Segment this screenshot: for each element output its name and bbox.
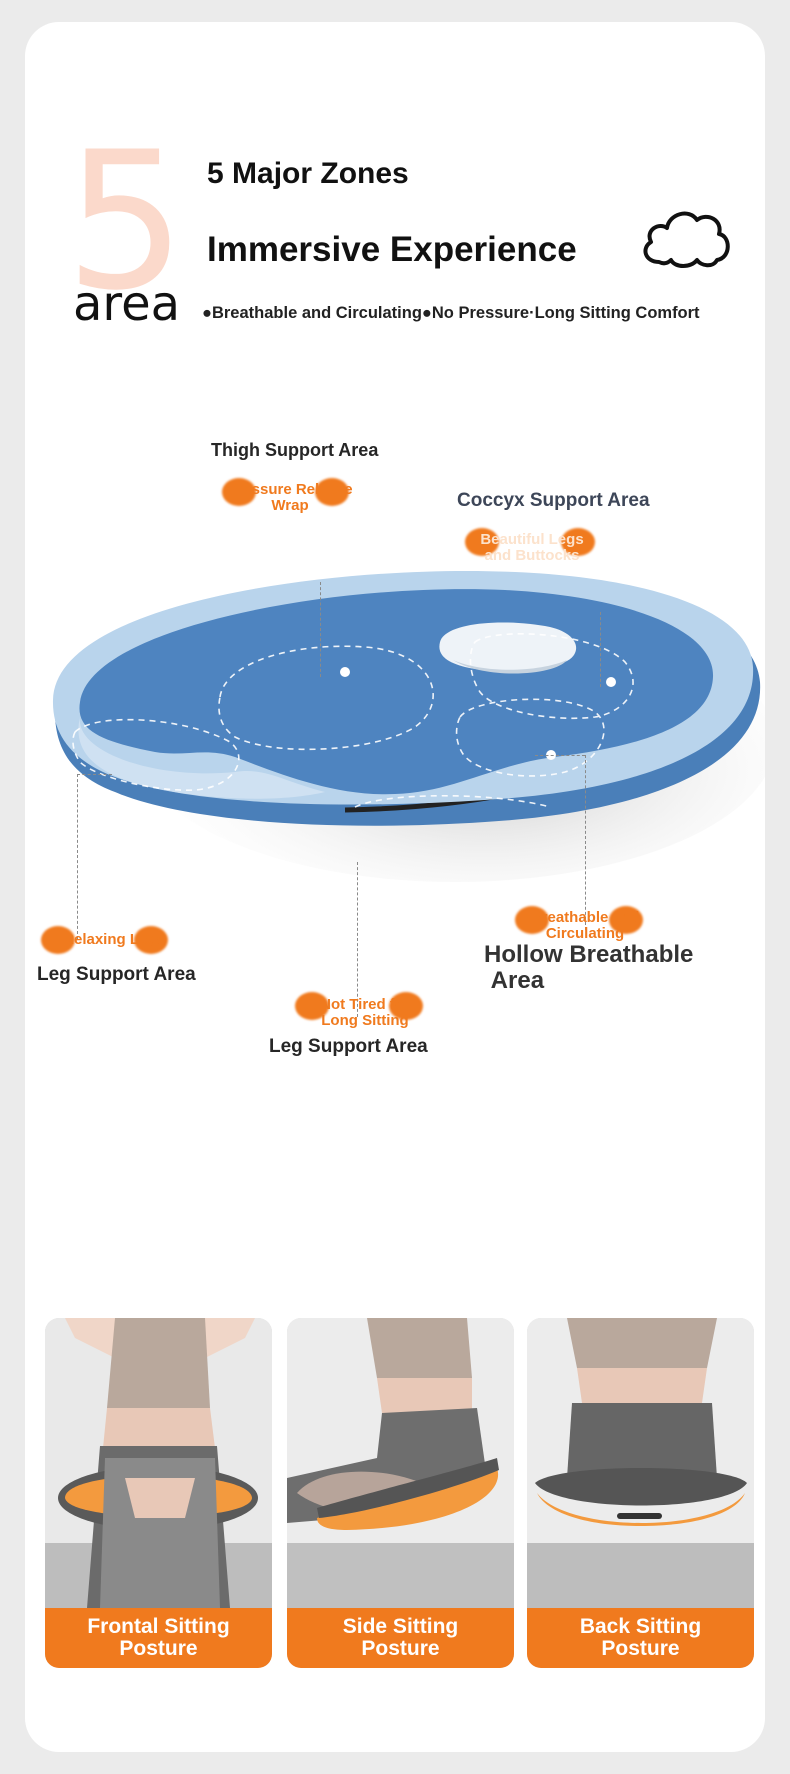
zone-label-hollow: Hollow Breathable Area — [484, 942, 693, 994]
connector-thigh — [320, 582, 321, 677]
tag-marker-hollow-right — [609, 906, 643, 934]
posture-photo-back — [527, 1318, 754, 1608]
posture-caption-back-line1: Back Sitting — [579, 1615, 702, 1638]
zone-label-leg-left: Leg Support Area — [37, 964, 196, 985]
posture-card-frontal: Frontal Sitting Posture — [45, 1318, 272, 1668]
zone-tag-coccyx-line1: Beautiful Legs — [480, 531, 584, 548]
zone-tag-thigh: Pressure Release Wrap — [215, 482, 365, 514]
posture-caption-back-line2: Posture — [601, 1637, 680, 1660]
zone-label-coccyx: Coccyx Support Area — [457, 490, 650, 511]
zone-tag-coccyx-line2: and Buttocks — [484, 547, 580, 564]
posture-band-frontal — [45, 1608, 272, 1668]
posture-caption-frontal-line1: Frontal Sitting — [87, 1615, 230, 1638]
connector-leg-left — [77, 774, 78, 939]
product-card: 5 area 5 Major Zones Immersive Experienc… — [25, 22, 765, 1752]
posture-caption-frontal-line2: Posture — [119, 1637, 198, 1660]
zone-tag-hollow-line2: Circulating — [545, 925, 625, 942]
zone-tag-coccyx: Beautiful Legs and Buttocks — [457, 532, 607, 564]
zone-tag-thigh-line2: Wrap — [271, 497, 309, 514]
tag-marker-leg-center-left — [295, 992, 329, 1020]
area-word: area — [73, 276, 181, 332]
connector-coccyx — [600, 612, 601, 687]
posture-card-back: Back Sitting Posture — [527, 1318, 754, 1668]
tag-marker-hollow-left — [515, 906, 549, 934]
posture-caption-frontal: Frontal Sitting Posture — [45, 1608, 272, 1668]
big-digit: 5 — [65, 111, 186, 332]
posture-card-side: Side Sitting Posture — [287, 1318, 514, 1668]
headline-experience: Immersive Experience — [207, 230, 577, 269]
connector-leg-center — [357, 862, 358, 1017]
zone-label-leg-center: Leg Support Area — [269, 1036, 428, 1057]
tag-marker-coccyx-left — [465, 528, 499, 556]
posture-caption-side-line2: Posture — [361, 1637, 440, 1660]
posture-band-back — [527, 1608, 754, 1668]
zone-tag-leg-center-line2: Long Sitting — [321, 1012, 409, 1029]
posture-photo-side — [287, 1318, 514, 1608]
tag-marker-coccyx-right — [561, 528, 595, 556]
connector-leg-left-h — [77, 774, 112, 775]
zone-tag-leg-left-line1: Relaxing Legs — [63, 931, 165, 948]
tag-marker-leg-left-right — [134, 926, 168, 954]
tag-marker-thigh-left — [222, 478, 256, 506]
connector-hollow — [585, 755, 586, 930]
posture-band-side — [287, 1608, 514, 1668]
zone-tag-hollow-line1: Breathable and — [530, 909, 640, 926]
cushion-illustration — [52, 570, 765, 882]
connector-hollow-h — [535, 755, 585, 756]
zone-tag-leg-left: Relaxing Legs — [39, 932, 189, 948]
tag-marker-leg-center-right — [389, 992, 423, 1020]
posture-photo-frontal — [45, 1318, 272, 1608]
posture-caption-side: Side Sitting Posture — [287, 1608, 514, 1668]
posture-caption-side-line1: Side Sitting — [342, 1615, 459, 1638]
zone-tag-leg-center-line1: Not Tired for — [320, 996, 410, 1013]
zone-tag-thigh-line1: Pressure Release — [227, 481, 353, 498]
cloud-icon — [643, 211, 730, 268]
posture-caption-back: Back Sitting Posture — [527, 1608, 754, 1668]
feature-subtitle: ●Breathable and Circulating●No Pressure·… — [202, 304, 700, 322]
zone-tag-hollow: Breathable and Circulating — [510, 910, 660, 942]
headline-zones: 5 Major Zones — [207, 157, 409, 190]
zone-label-hollow-line2: Area — [490, 967, 545, 994]
tag-marker-thigh-right — [315, 478, 349, 506]
zone-label-hollow-line1: Hollow Breathable — [484, 941, 694, 968]
tag-marker-leg-left-left — [41, 926, 75, 954]
zone-tag-leg-center: Not Tired for Long Sitting — [290, 997, 440, 1029]
zone-label-thigh: Thigh Support Area — [211, 440, 379, 460]
